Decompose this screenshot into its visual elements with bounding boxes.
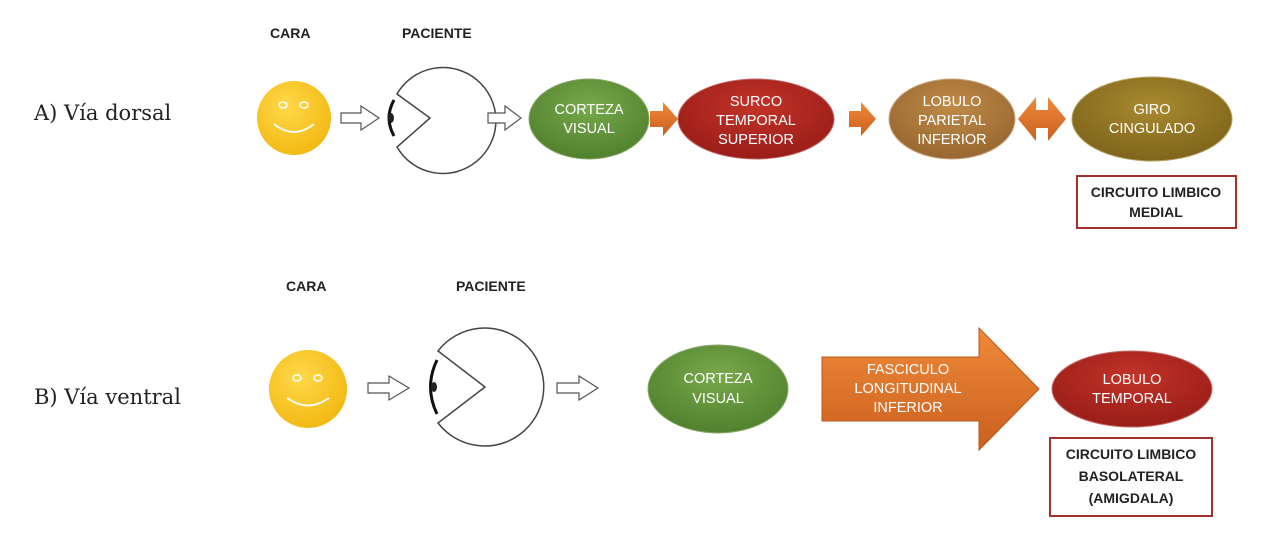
dorsal-patient-eye-icon xyxy=(387,66,497,175)
dorsal-double-arrow-parietal-cingulado xyxy=(1018,97,1066,141)
svg-text:MEDIAL: MEDIAL xyxy=(1129,204,1183,220)
dorsal-patient-label: PACIENTE xyxy=(402,25,472,41)
dorsal-node-corteza-visual: CORTEZA VISUAL xyxy=(528,78,650,160)
dorsal-node-lobulo-parietal-inferior: LOBULO PARIETAL INFERIOR xyxy=(888,78,1016,160)
svg-text:INFERIOR: INFERIOR xyxy=(917,132,986,148)
svg-text:LOBULO: LOBULO xyxy=(1103,372,1162,388)
dorsal-node-giro-cingulado: GIRO CINGULADO xyxy=(1071,76,1233,162)
ventral-fasciculo-arrow: FASCICULO LONGITUDINAL INFERIOR xyxy=(821,326,1040,452)
ventral-arrow-patient-to-cortex xyxy=(556,374,600,402)
dorsal-node-surco-temporal-superior: SURCO TEMPORAL SUPERIOR xyxy=(677,78,835,160)
svg-text:GIRO: GIRO xyxy=(1133,102,1170,118)
ventral-circuit-box: CIRCUITO LIMBICO BASOLATERAL (AMIGDALA) xyxy=(1049,437,1213,517)
ventral-node-lobulo-temporal: LOBULO TEMPORAL xyxy=(1051,350,1213,428)
dorsal-arrow-cortex-to-surco xyxy=(650,102,678,136)
svg-text:CINGULADO: CINGULADO xyxy=(1109,121,1195,137)
svg-text:INFERIOR: INFERIOR xyxy=(873,400,942,416)
svg-text:FASCICULO: FASCICULO xyxy=(867,362,949,378)
dorsal-face-label: CARA xyxy=(270,25,310,41)
dorsal-arrow-face-to-patient xyxy=(340,104,381,132)
ventral-row-label: B) Vía ventral xyxy=(34,385,181,409)
svg-text:SUPERIOR: SUPERIOR xyxy=(718,132,794,148)
dorsal-circuit-box: CIRCUITO LIMBICO MEDIAL xyxy=(1076,175,1237,229)
svg-text:CORTEZA: CORTEZA xyxy=(683,371,752,387)
ventral-patient-label: PACIENTE xyxy=(456,278,526,294)
dorsal-arrow-surco-to-parietal xyxy=(849,102,876,136)
svg-text:PARIETAL: PARIETAL xyxy=(918,113,986,129)
svg-text:(AMIGDALA): (AMIGDALA) xyxy=(1089,490,1174,506)
ventral-face-icon xyxy=(269,350,347,428)
svg-text:LOBULO: LOBULO xyxy=(923,94,982,110)
svg-text:TEMPORAL: TEMPORAL xyxy=(1092,391,1172,407)
ventral-face-label: CARA xyxy=(286,278,326,294)
svg-text:SURCO: SURCO xyxy=(730,94,782,110)
ventral-patient-eye-icon xyxy=(429,327,545,447)
svg-text:VISUAL: VISUAL xyxy=(692,391,744,407)
svg-text:LONGITUDINAL: LONGITUDINAL xyxy=(854,381,961,397)
svg-text:VISUAL: VISUAL xyxy=(563,121,615,137)
svg-text:CIRCUITO LIMBICO: CIRCUITO LIMBICO xyxy=(1091,184,1222,200)
ventral-arrow-face-to-patient xyxy=(367,374,411,402)
dorsal-face-icon xyxy=(257,81,331,155)
svg-text:CORTEZA: CORTEZA xyxy=(554,102,623,118)
dorsal-row-label: A) Vía dorsal xyxy=(33,101,172,125)
ventral-node-corteza-visual: CORTEZA VISUAL xyxy=(647,344,789,434)
svg-text:TEMPORAL: TEMPORAL xyxy=(716,113,796,129)
svg-text:CIRCUITO LIMBICO: CIRCUITO LIMBICO xyxy=(1066,446,1197,462)
dorsal-arrow-patient-to-cortex xyxy=(487,104,522,132)
svg-text:BASOLATERAL: BASOLATERAL xyxy=(1079,468,1184,484)
